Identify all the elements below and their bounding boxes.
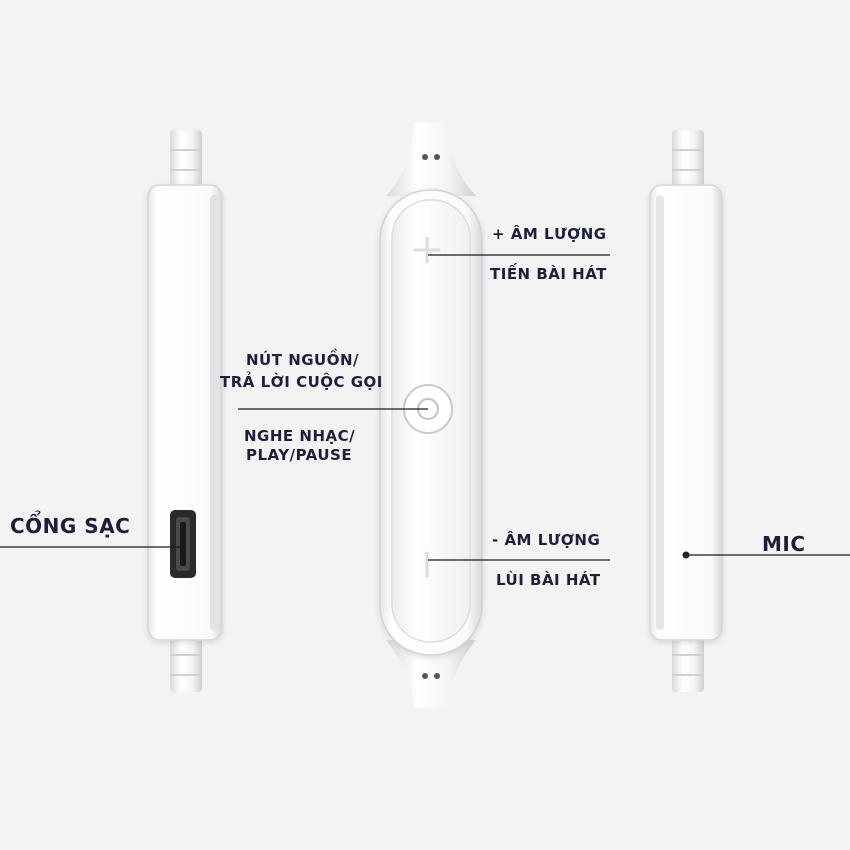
left-cable-bottom: [170, 630, 202, 692]
leader-lines: [0, 254, 850, 561]
center-cable-bottom: [386, 640, 476, 708]
right-device-side-view: [649, 130, 723, 692]
left-device-body: [147, 184, 223, 641]
power-label-line2: TRẢ LỜI CUỘC GỌI: [220, 373, 383, 391]
plus-symbol-icon: [413, 236, 441, 264]
center-cable-top: [386, 122, 476, 196]
left-cable-top: [170, 130, 202, 192]
right-device-body: [649, 184, 723, 641]
right-cable-top: [672, 130, 704, 192]
play-label-line1: NGHE NHẠC/: [244, 427, 356, 445]
charge-port-label: CỔNG SẠC: [10, 514, 131, 538]
prev-track-label: LÙI BÀI HÁT: [496, 571, 601, 589]
power-label-line1: NÚT NGUỒN/: [246, 351, 360, 369]
center-device-front-view: [379, 122, 483, 708]
next-track-label: TIẾN BÀI HÁT: [490, 265, 607, 283]
usb-port-icon: [170, 510, 196, 578]
left-device-side-view: [147, 130, 223, 692]
play-label-line2: PLAY/PAUSE: [246, 446, 353, 464]
vol-up-label: + ÂM LƯỢNG: [492, 225, 607, 243]
right-cable-bottom: [672, 630, 704, 692]
mic-label: MIC: [762, 532, 806, 556]
vol-down-label: - ÂM LƯỢNG: [492, 531, 601, 549]
